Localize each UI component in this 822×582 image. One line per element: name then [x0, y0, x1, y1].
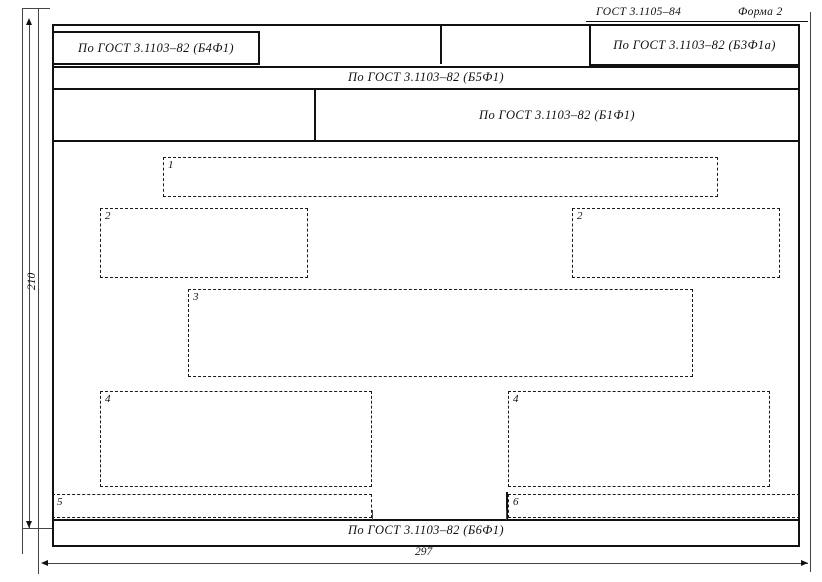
zone-3[interactable]: 3	[188, 289, 693, 377]
dim-line-width	[46, 563, 808, 564]
zone-5[interactable]: 5	[52, 494, 372, 518]
zone-1-number: 1	[168, 159, 174, 171]
zone-2-right[interactable]: 2	[572, 208, 780, 278]
zone-2-left-number: 2	[105, 210, 111, 222]
field-b6f1-label: По ГОСТ 3.1103–82 (Б6Ф1)	[348, 523, 504, 537]
center-tick-mark	[440, 26, 442, 64]
section-tick-left	[372, 510, 373, 520]
b6f1-top-rule	[52, 519, 800, 521]
dim-label-height: 210	[26, 272, 38, 290]
field-b3f1a-label: По ГОСТ 3.1103–82 (Б3Ф1а)	[613, 37, 776, 52]
zone-2-left[interactable]: 2	[100, 208, 308, 278]
zone-6-left-rule	[506, 492, 508, 520]
field-b4f1-label: По ГОСТ 3.1103–82 (Б4Ф1)	[78, 40, 234, 55]
b6f1-bottom-rule	[52, 545, 800, 547]
dim-extension-bottom-left	[22, 528, 54, 529]
form-reference-label: Форма 2	[738, 6, 783, 18]
header-underline	[586, 21, 808, 22]
dim-extension-right-outer	[810, 12, 811, 572]
field-b1f1[interactable]: По ГОСТ 3.1103–82 (Б1Ф1)	[314, 88, 800, 142]
zone-3-number: 3	[193, 291, 199, 303]
field-b4f1[interactable]: По ГОСТ 3.1103–82 (Б4Ф1)	[52, 31, 260, 65]
zone-6-number: 6	[513, 496, 519, 508]
dim-extension-left-outer	[22, 8, 23, 554]
zone-4-right[interactable]: 4	[508, 391, 770, 487]
dim-arrow-width-right	[801, 560, 808, 566]
b1f1-baseline-rule	[52, 140, 800, 142]
field-b3f1a[interactable]: По ГОСТ 3.1103–82 (Б3Ф1а)	[589, 24, 800, 66]
zone-6[interactable]: 6	[508, 494, 800, 518]
standard-reference-label: ГОСТ 3.1105–84	[596, 6, 682, 18]
dim-line-height	[29, 22, 30, 528]
section-tick-right	[506, 510, 507, 520]
field-b1f1-label: По ГОСТ 3.1103–82 (Б1Ф1)	[479, 107, 635, 122]
zone-5-number: 5	[57, 496, 63, 508]
zone-1[interactable]: 1	[163, 157, 718, 197]
zone-4-right-number: 4	[513, 393, 519, 405]
dim-arrow-height-top	[26, 18, 32, 25]
dim-arrow-height-bottom	[26, 521, 32, 528]
zone-4-left[interactable]: 4	[100, 391, 372, 487]
dim-arrow-width-left	[41, 560, 48, 566]
zone-4-left-number: 4	[105, 393, 111, 405]
b5f1-top-rule	[52, 66, 800, 68]
zone-5-left-rule	[52, 492, 54, 520]
dim-extension-top	[22, 8, 50, 9]
field-b5f1-label: По ГОСТ 3.1103–82 (Б5Ф1)	[348, 70, 504, 84]
zone-2-right-number: 2	[577, 210, 583, 222]
dim-label-width: 297	[415, 546, 433, 558]
dim-extension-left-inner	[38, 8, 39, 574]
